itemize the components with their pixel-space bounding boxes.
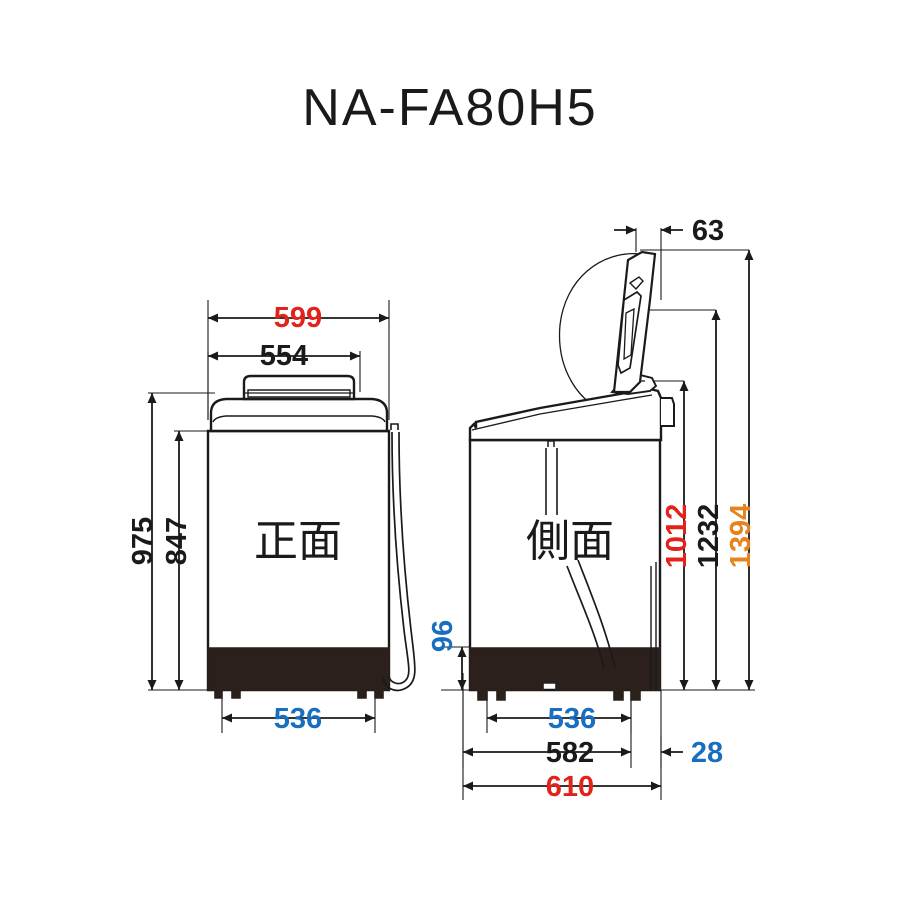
dim-side-28: 28 [691,737,723,769]
front-view-appliance: 正面 [206,374,416,699]
side-view-appliance: 側面 [468,250,675,701]
side-top-cover [468,387,663,442]
front-base [207,647,390,699]
side-rear-panel-edge [650,562,657,690]
front-lid-seam [212,415,386,423]
side-view-label: 側面 [526,516,614,567]
dim-side-610: 610 [546,771,594,803]
dim-side-96: 96 [427,620,459,652]
side-hose-clip [547,440,555,447]
front-drain-hose-outer [388,431,410,685]
dim-side-536: 536 [548,703,596,735]
side-top-seam [471,394,653,431]
dim-side-582: 582 [546,737,594,769]
dim-front-847: 847 [161,517,193,565]
dim-front-554: 554 [260,340,308,372]
dimension-lines [147,225,754,791]
dim-front-599: 599 [274,302,322,334]
front-hose-clip [390,423,399,430]
side-drain-hose-b [577,559,616,669]
side-base [469,647,661,701]
side-rear-bump [661,397,675,427]
side-inlet-hose [545,448,558,515]
dim-side-63: 63 [692,215,724,247]
dimension-values: 599 554 975 847 536 63 1012 1232 1394 96… [127,215,757,803]
front-drain-hose-inner [382,431,416,692]
page-title: NA-FA80H5 [302,79,598,137]
dim-side-1394: 1394 [725,504,757,569]
dim-side-1012: 1012 [661,504,693,569]
dim-side-1232: 1232 [693,504,725,569]
dim-front-975: 975 [127,517,159,565]
front-lid [209,397,389,433]
dim-front-536: 536 [274,703,322,735]
side-lid-catch [628,276,644,291]
lid-swing-arc [558,253,642,416]
side-lid-window [623,307,635,361]
side-drain-hose-a [566,565,605,669]
front-view-label: 正面 [254,516,342,567]
